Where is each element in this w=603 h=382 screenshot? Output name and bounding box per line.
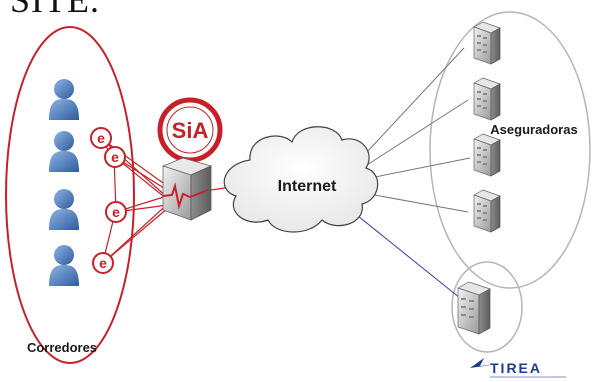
tirea-link (347, 207, 461, 299)
insurers-group-outline (429, 11, 591, 289)
server-icon (473, 21, 501, 65)
insurers-label: Aseguradoras (490, 122, 577, 137)
sia-server-icon (161, 157, 213, 221)
server-icon (473, 189, 501, 233)
tirea-group-outline (451, 261, 523, 353)
clipped-top-text: SITE. (10, 0, 100, 20)
svg-text:e: e (111, 149, 119, 165)
server-icon (473, 133, 501, 177)
e-connector-icon: e (104, 146, 126, 168)
insurer-links (351, 47, 471, 213)
e-connector-icon: e (90, 127, 112, 149)
brokers-label: Corredores (27, 340, 97, 355)
tirea-logo-icon: TIREA (470, 358, 566, 378)
person-icon (49, 245, 79, 286)
tirea-logo-text: TIREA (490, 360, 542, 376)
brokers-group-outline (5, 26, 135, 364)
sia-logo-icon: SiA (157, 97, 223, 163)
svg-text:e: e (112, 204, 120, 220)
svg-text:e: e (97, 130, 105, 146)
e-connector-icon: e (105, 201, 127, 223)
server-icon (473, 77, 501, 121)
person-icon (49, 79, 79, 120)
internet-label: Internet (278, 178, 337, 195)
cloud-icon (223, 126, 379, 233)
svg-text:e: e (99, 255, 107, 271)
sia-logo-text: SiA (172, 118, 209, 143)
e-connector-icon: e (92, 252, 114, 274)
person-icon (49, 131, 79, 172)
person-icon (49, 189, 79, 230)
tirea-server-icon (457, 281, 491, 335)
